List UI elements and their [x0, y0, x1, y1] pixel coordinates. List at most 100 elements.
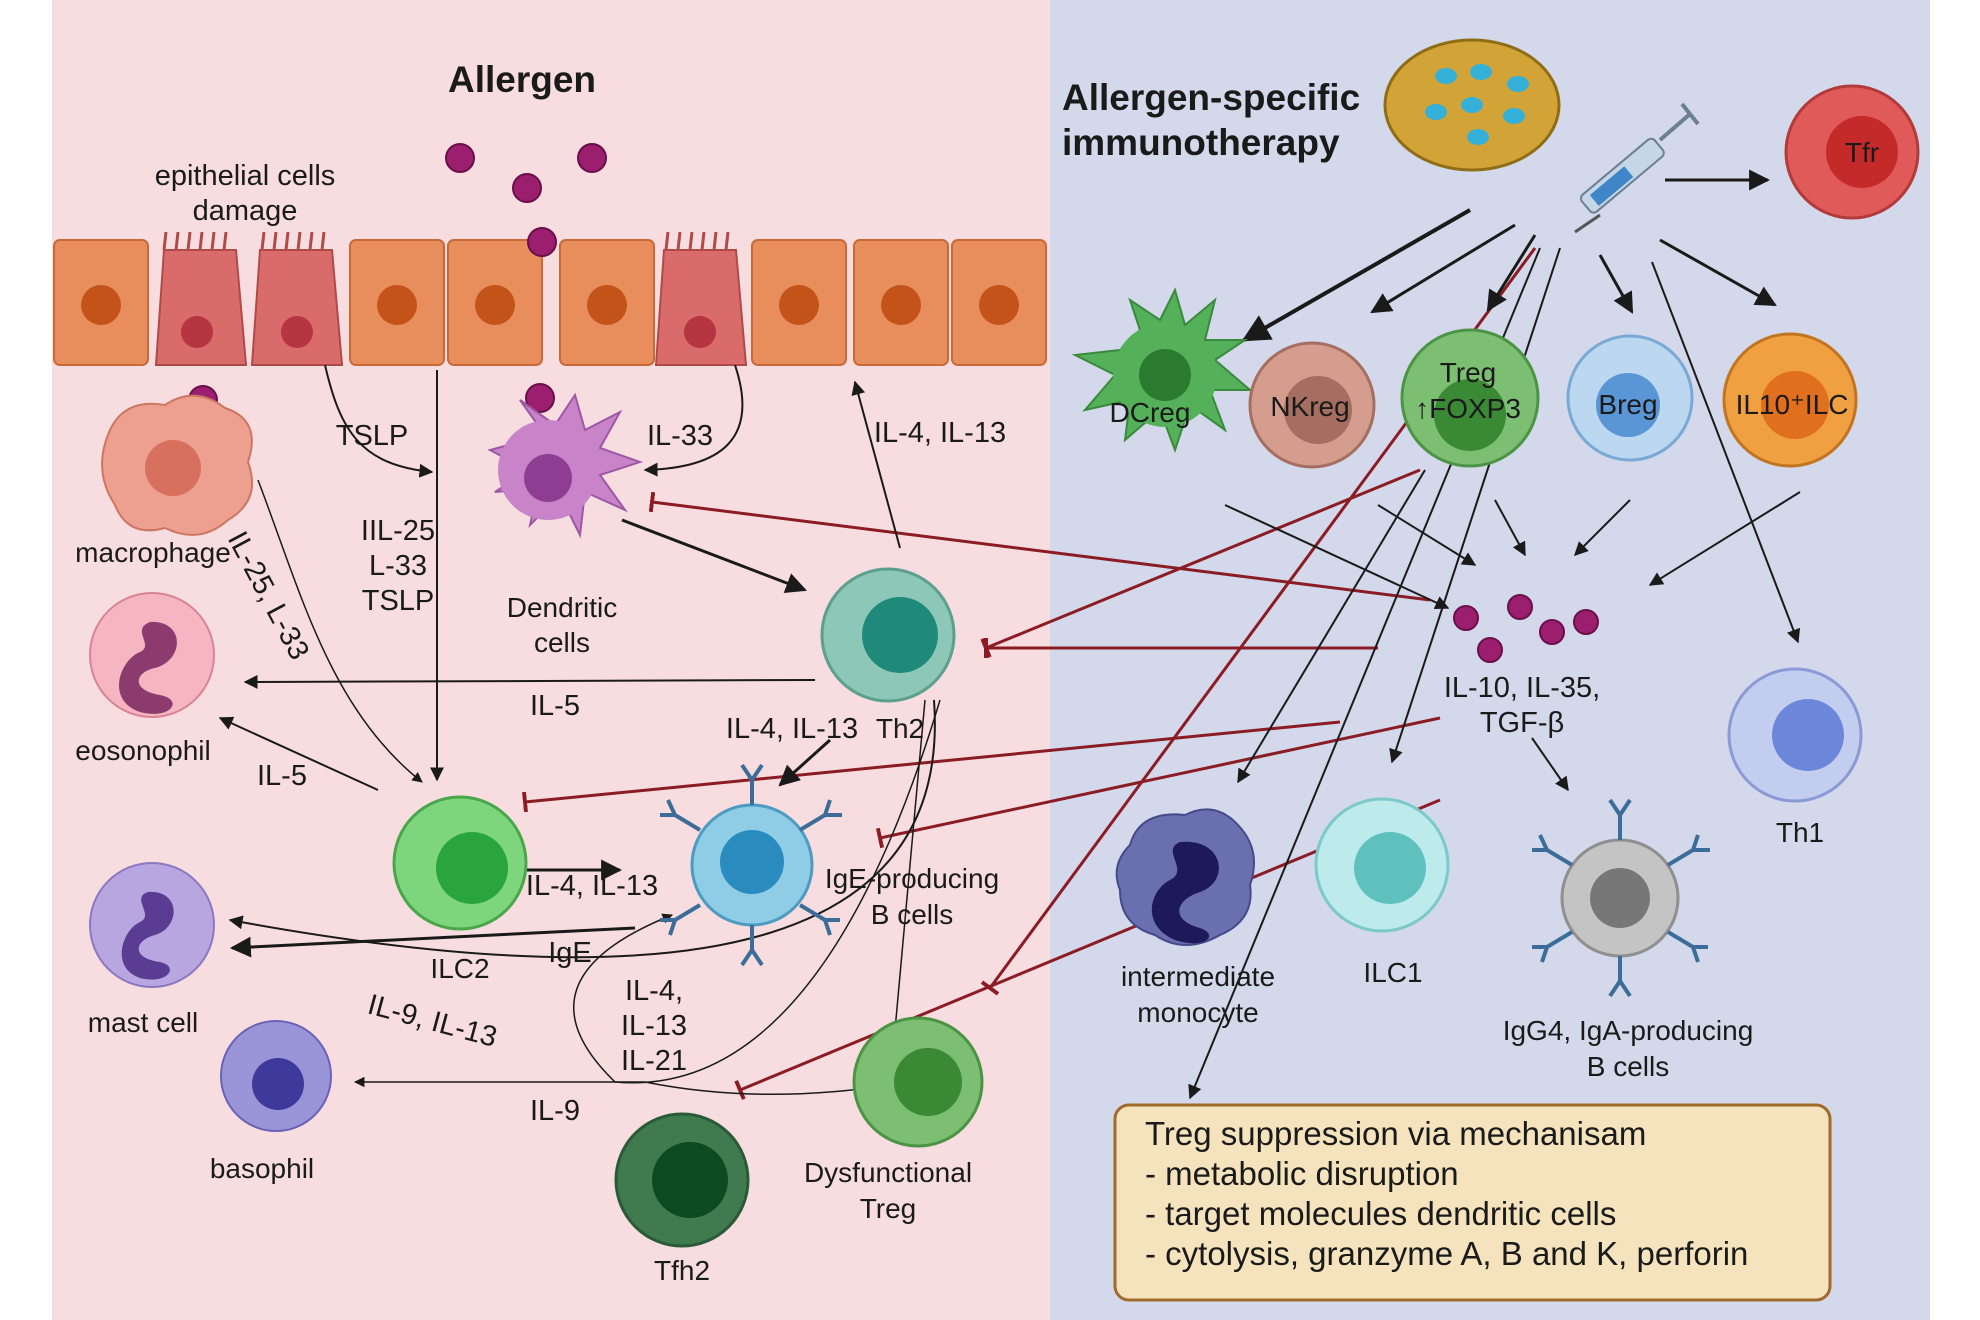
arrow: [1389, 247, 1561, 764]
dendritic-label-line1: Dendritic: [507, 592, 617, 623]
allergen-particle: [577, 143, 607, 173]
dysfunctional-treg-cell: [852, 1016, 984, 1148]
il13-line-label: IL-13: [621, 1010, 687, 1042]
il10-ilc-label: IL10⁺ILC: [1736, 389, 1849, 420]
arrow: [1377, 504, 1477, 566]
mast-cell: [89, 862, 215, 988]
basophil-cell: [220, 1020, 332, 1132]
mechanism-line4: - cytolysis, granzyme A, B and K, perfor…: [1145, 1235, 1748, 1272]
epithelial-cell: [751, 239, 847, 366]
ilc2-cell: [392, 795, 528, 931]
il5-label-2: IL-5: [257, 760, 307, 792]
th2-cell: [820, 567, 956, 703]
dcreg-label: DCreg: [1110, 397, 1191, 428]
epithelial-cell: [447, 239, 543, 366]
dysfunctional-treg-label-line2: Treg: [860, 1193, 917, 1224]
ige-b-label-line2: B cells: [871, 899, 953, 930]
intermediate-monocyte-label-line2: monocyte: [1137, 997, 1258, 1028]
il4-il13-ilc2-label: IL-4, IL-13: [526, 870, 658, 902]
th1-label: Th1: [1776, 817, 1824, 848]
il25-label: IIL-25: [361, 515, 435, 547]
epithelial-cell: [951, 239, 1047, 366]
tfh2-label: Tfh2: [654, 1255, 710, 1286]
mechanism-line1: Treg suppression via mechanisam: [1145, 1115, 1646, 1152]
inhibition-line: [875, 716, 1441, 849]
cytokine-particles: [1453, 594, 1599, 663]
l33-label: L-33: [369, 550, 427, 582]
il4-il13-label: IL-4, IL-13: [874, 417, 1006, 449]
dendritic-label-line2: cells: [534, 627, 590, 658]
allergen-particle: [527, 227, 557, 257]
epithelial-label-line1: epithelial cells: [155, 160, 336, 192]
breg-cell: [1566, 334, 1694, 462]
arrow: [643, 364, 744, 477]
mechanism-line2: - metabolic disruption: [1145, 1155, 1459, 1192]
arrow: [1648, 491, 1801, 586]
dysfunctional-treg-label-line1: Dysfunctional: [804, 1157, 972, 1188]
arrow: [1494, 499, 1526, 557]
il9-label: IL-9: [530, 1095, 580, 1127]
il4-il13-th2-label: IL-4, IL-13: [726, 713, 858, 745]
arrow: [228, 699, 936, 959]
eosinophil-cell: [89, 592, 215, 718]
igg4-b-label-line2: B cells: [1587, 1051, 1669, 1082]
il10-ilc-cell: [1722, 332, 1858, 468]
ige-b-cell: [660, 763, 842, 967]
treg-label-line2: ↑FOXP3: [1415, 393, 1521, 424]
immunotherapy-title-line1: Allergen-specific: [1062, 77, 1360, 118]
eosonophil-label: eosonophil: [75, 735, 210, 766]
epithelial-cell: [853, 239, 949, 366]
arrow: [324, 364, 434, 478]
basophil-label: basophil: [210, 1153, 314, 1184]
arrow: [1241, 208, 1471, 342]
breg-label: Breg: [1598, 389, 1657, 420]
treg-label-line1: Treg: [1440, 357, 1497, 388]
arrow: [1486, 234, 1537, 312]
arrow: [851, 380, 901, 549]
inhibition-line: [648, 491, 1431, 602]
intermediate-monocyte-label-line1: intermediate: [1121, 961, 1275, 992]
epithelial-label-line2: damage: [193, 195, 298, 227]
damaged-epithelial-cell: [250, 231, 344, 366]
syringe-icon: [1574, 102, 1700, 234]
epithelial-cell: [349, 239, 445, 366]
igg4-b-label-line1: IgG4, IgA-producing: [1503, 1015, 1754, 1046]
epithelial-cell: [559, 239, 655, 366]
damaged-epithelial-cell: [154, 231, 248, 366]
tfr-cell: [1784, 84, 1920, 220]
epithelial-layer: [53, 231, 1047, 366]
arrow: [778, 738, 832, 787]
il4-line-label: IL-4,: [625, 975, 683, 1007]
nkreg-label: NKreg: [1270, 391, 1349, 422]
arrow: [1598, 254, 1634, 314]
allergen-title: Allergen: [448, 59, 596, 100]
arrow: [229, 926, 636, 958]
allergen-particle: [525, 383, 555, 413]
arrow: [257, 479, 423, 783]
allergen-particle: [512, 173, 542, 203]
cytokines-label-line2: TGF-β: [1480, 707, 1564, 739]
macrophage-label: macrophage: [75, 537, 231, 568]
arrow: [1574, 499, 1631, 556]
macrophage-cell: [101, 394, 253, 536]
mast-cell-label: mast cell: [88, 1007, 198, 1038]
arrow: [1531, 737, 1569, 792]
damaged-epithelial-cell: [654, 231, 748, 366]
arrow: [218, 716, 379, 791]
nkreg-cell: [1248, 341, 1376, 469]
arrow: [621, 518, 807, 594]
ilc1-label: ILC1: [1363, 957, 1422, 988]
tfh2-cell: [614, 1112, 750, 1248]
epithelial-cell: [53, 239, 149, 366]
dcreg-cell: [1071, 287, 1253, 453]
tslp-label: TSLP: [336, 420, 409, 452]
igg4-b-cell: [1532, 798, 1710, 998]
ige-b-label-line1: IgE-producing: [825, 863, 999, 894]
arrow: [1659, 238, 1777, 307]
il33-label: IL-33: [647, 420, 713, 452]
ilc2-label: ILC2: [430, 953, 489, 984]
allergen-extract-dish: [1383, 38, 1561, 172]
ige-label: IgE: [548, 937, 592, 969]
treg-cell: [1400, 328, 1540, 468]
